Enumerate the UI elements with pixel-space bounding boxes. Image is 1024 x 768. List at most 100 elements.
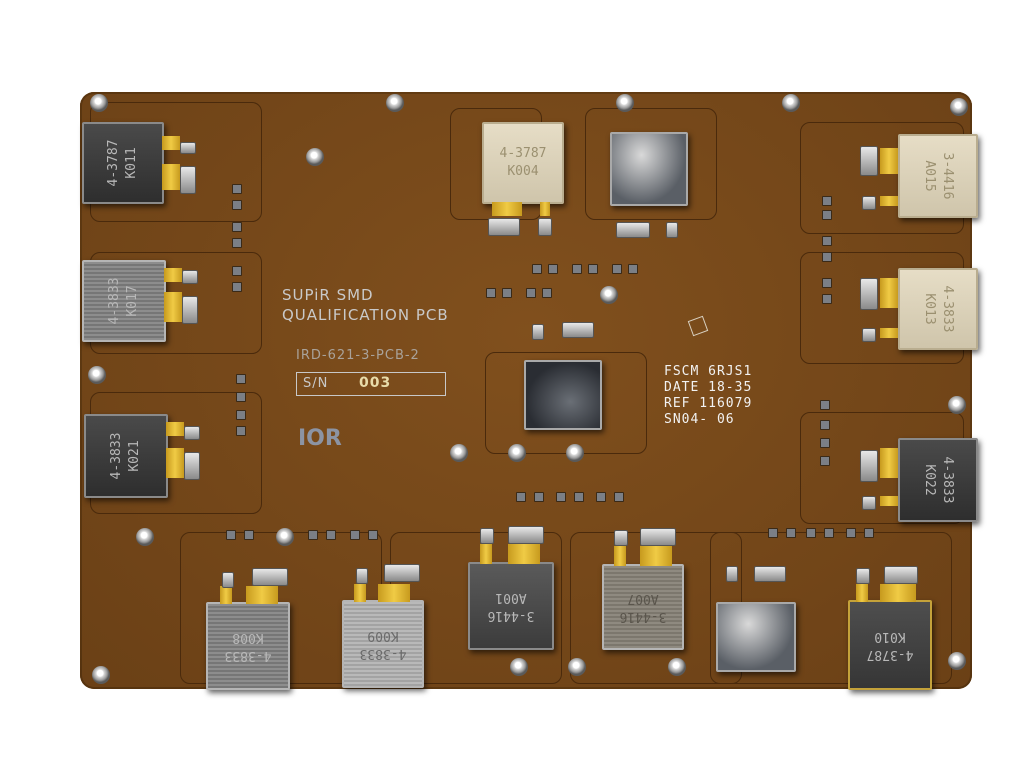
smd-package-left-top: 4-3787 K011: [82, 122, 164, 204]
smd-package-right-mid: 4-3833 K013: [898, 268, 978, 350]
pad: [236, 392, 246, 402]
pad: [864, 528, 874, 538]
serial-number-box: S/N 003: [296, 372, 446, 396]
pad: [822, 252, 832, 262]
pad: [526, 288, 536, 298]
gold-tab: [162, 136, 180, 150]
pad: [236, 410, 246, 420]
via: [88, 366, 106, 384]
gold-tab: [540, 202, 550, 216]
pad: [532, 264, 542, 274]
pad: [542, 288, 552, 298]
solder-pad: [252, 568, 288, 586]
gold-tab: [164, 268, 182, 282]
pad: [368, 530, 378, 540]
serial-number-value: 003: [359, 375, 392, 391]
solder-pad: [356, 568, 368, 584]
solder-pad: [614, 530, 628, 546]
board-title-line1: SUPiR SMD: [282, 286, 374, 304]
pad: [822, 196, 832, 206]
pad: [806, 528, 816, 538]
solder-pad: [180, 142, 196, 154]
solder-pad: [862, 496, 876, 510]
pad: [612, 264, 622, 274]
gold-tab: [880, 328, 898, 338]
gold-tab: [164, 292, 182, 322]
gold-tab: [880, 196, 898, 206]
solder-pad: [862, 196, 876, 210]
gold-tab: [880, 448, 898, 478]
smd-package-top-center: 4-3787 K004: [482, 122, 564, 204]
via: [668, 658, 686, 676]
lot-marking: K010: [874, 629, 906, 644]
pad: [308, 530, 318, 540]
pad: [596, 492, 606, 502]
bare-die-center: [524, 360, 602, 430]
pad: [574, 492, 584, 502]
trace: [585, 108, 717, 220]
part-marking: 4-3833: [940, 285, 955, 333]
solder-pad: [860, 450, 878, 482]
solder-pad: [384, 564, 420, 582]
pcb-board: 4-3787 K011 4-3833 K017 4-3833 K021 4-37…: [80, 92, 978, 690]
solder-pad: [184, 452, 200, 480]
mounting-hole: [616, 94, 634, 112]
solder-pad: [860, 278, 878, 310]
lot-marking: K008: [232, 630, 264, 645]
pad: [822, 236, 832, 246]
part-marking: 4-3833: [107, 277, 122, 325]
pad: [232, 266, 242, 276]
pad: [534, 492, 544, 502]
smd-package-right-top: 3-4416 A015: [898, 134, 978, 218]
part-marking: 4-3833: [359, 646, 407, 661]
lot-marking: K011: [124, 147, 139, 179]
pad: [548, 264, 558, 274]
ior-logo: IOR: [298, 426, 342, 451]
solder-pad: [182, 270, 198, 284]
serial-number-label: S/N: [303, 376, 329, 391]
via: [306, 148, 324, 166]
part-marking: 4-3833: [109, 432, 124, 480]
pad: [820, 420, 830, 430]
gold-tab: [166, 448, 184, 478]
part-marking: 3-4416: [940, 152, 955, 200]
solder-pad: [182, 296, 198, 324]
lot-marking: K022: [922, 464, 937, 496]
solder-pad: [508, 526, 544, 544]
pad: [820, 456, 830, 466]
solder-pad: [862, 328, 876, 342]
solder-pad: [884, 566, 918, 584]
lot-marking: K004: [507, 164, 539, 179]
gold-tab: [246, 586, 278, 604]
pad: [232, 184, 242, 194]
via: [568, 658, 586, 676]
gold-tab: [378, 584, 410, 602]
pad: [232, 222, 242, 232]
smd-package-bottom-2: 4-3833 K009: [342, 600, 424, 688]
smd-package-left-mid: 4-3833 K017: [82, 260, 166, 342]
fscm-code: FSCM 6RJS1: [664, 364, 753, 379]
part-marking: 4-3787: [866, 647, 914, 662]
lot-marking: K017: [125, 285, 140, 317]
solder-pad: [856, 568, 870, 584]
chip-resistor: [562, 322, 594, 338]
chip-resistor: [616, 222, 650, 238]
pad: [244, 530, 254, 540]
smd-package-left-bottom: 4-3833 K021: [84, 414, 168, 498]
via: [508, 444, 526, 462]
gold-tab: [614, 546, 626, 566]
gold-tab: [492, 202, 522, 216]
bare-die-bottom: [716, 602, 796, 672]
gold-tab: [640, 546, 672, 566]
gold-tab: [856, 584, 868, 602]
pad: [822, 278, 832, 288]
lot-marking: K009: [367, 628, 399, 643]
solder-pad: [488, 218, 520, 236]
solder-pad: [640, 528, 676, 546]
gold-tab: [508, 544, 540, 564]
chip-resistor: [666, 222, 678, 238]
part-marking: 3-4416: [619, 609, 667, 624]
pad: [556, 492, 566, 502]
pad: [768, 528, 778, 538]
chip-resistor: [726, 566, 738, 582]
